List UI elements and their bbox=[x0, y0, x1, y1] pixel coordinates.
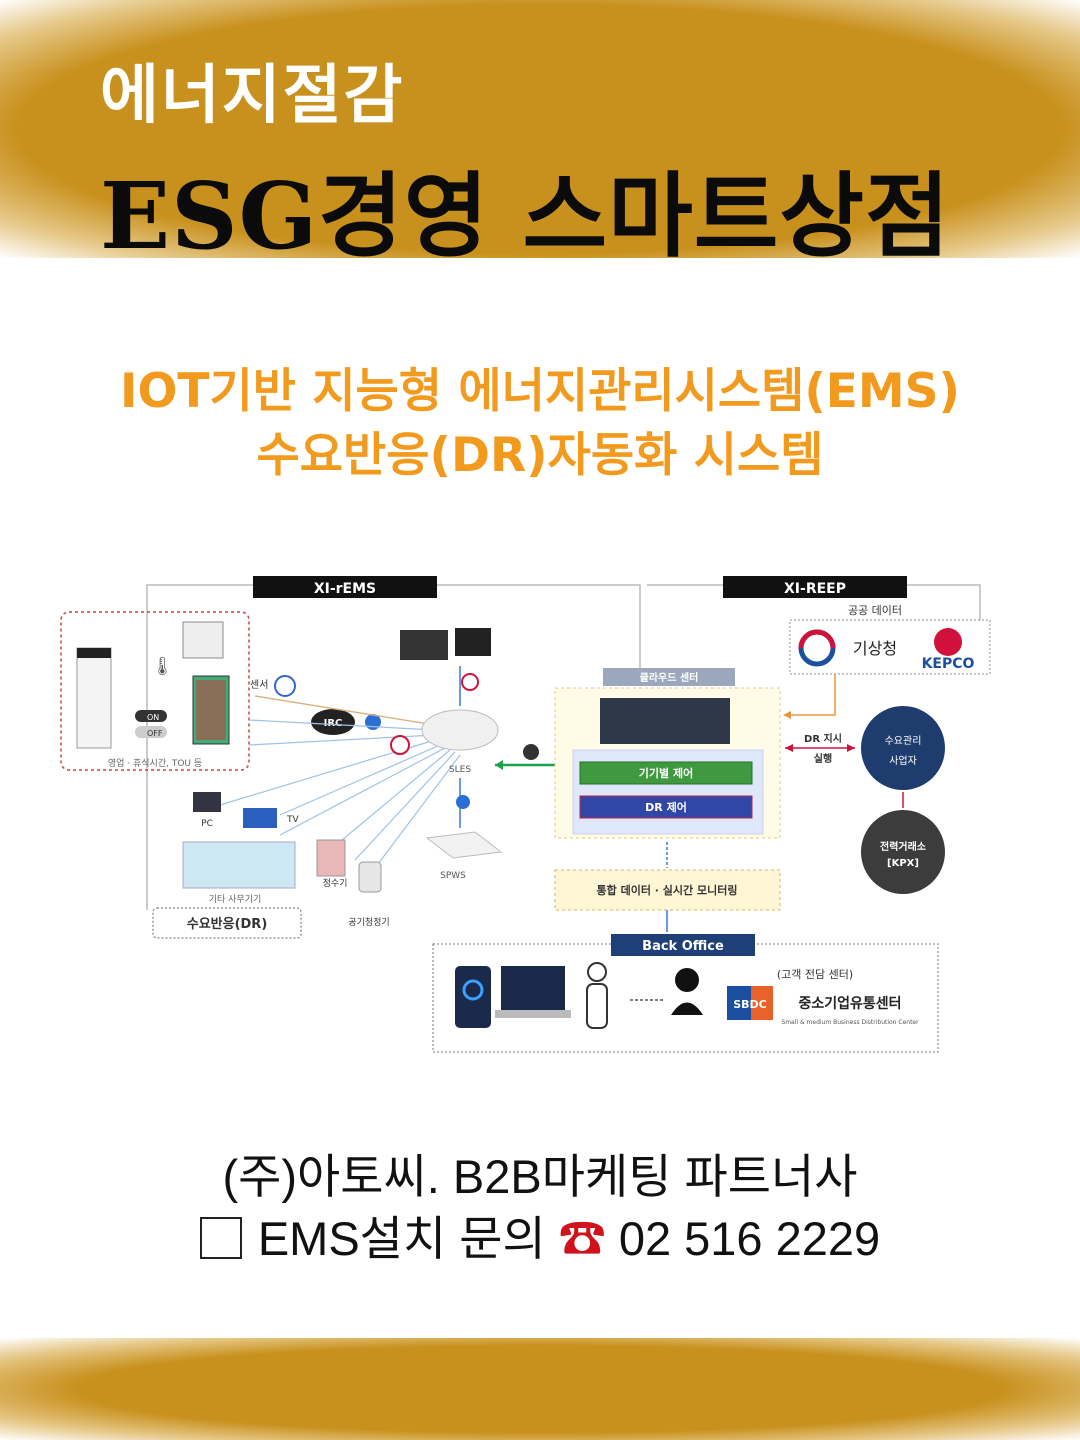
svg-text:SBDC: SBDC bbox=[733, 998, 767, 1011]
monitoring-box bbox=[554, 869, 781, 911]
kepco-logo-icon bbox=[934, 628, 962, 656]
appliance-group bbox=[60, 611, 250, 771]
monitor-icon bbox=[455, 628, 491, 656]
svg-text:TV: TV bbox=[286, 815, 299, 825]
office-equipment-icon bbox=[182, 841, 296, 889]
aircon-icon bbox=[76, 647, 112, 749]
ceiling-aircon-icon bbox=[182, 621, 224, 659]
xi-rems-label-box bbox=[253, 576, 437, 598]
svg-text:센서: 센서 bbox=[250, 679, 268, 691]
mobile-app-icon bbox=[455, 966, 491, 1028]
air-purifier-icon bbox=[358, 861, 382, 893]
svg-text:Back Office: Back Office bbox=[642, 939, 724, 954]
bottom-banner bbox=[0, 1338, 1080, 1440]
checkbox-icon bbox=[199, 1217, 242, 1259]
svg-text:Small & medium Business Distri: Small & medium Business Distribution Cen… bbox=[781, 1019, 919, 1026]
svg-text:영업 · 휴식시간, TOU 등: 영업 · 휴식시간, TOU 등 bbox=[108, 758, 202, 769]
dr-control-button bbox=[579, 795, 753, 819]
svg-text:기타 사무기기: 기타 사무기기 bbox=[209, 894, 262, 905]
svg-text:DR 지시: DR 지시 bbox=[804, 732, 842, 745]
ems-architecture-diagram: XI-rEMS XI-REEP 🌡 ON OFF 영업 · 휴식시간, TOU … bbox=[55, 570, 1005, 1060]
device-control-button bbox=[579, 761, 753, 785]
svg-text:OFF: OFF bbox=[147, 729, 163, 738]
svg-text:SPWS: SPWS bbox=[440, 871, 466, 881]
dr-demand-box bbox=[152, 907, 302, 939]
xi-reep-label-box bbox=[723, 576, 907, 598]
thermometer-icon: 🌡 bbox=[151, 656, 174, 677]
no-signal-icon bbox=[390, 735, 410, 755]
svg-text:수요반응(DR): 수요반응(DR) bbox=[187, 916, 268, 932]
user-icon bbox=[587, 962, 607, 982]
server-rack-icon bbox=[600, 698, 730, 744]
spws-device-icon bbox=[425, 831, 503, 859]
svg-text:사업자: 사업자 bbox=[889, 754, 917, 767]
sles-hub-icon bbox=[421, 709, 499, 751]
svg-text:PC: PC bbox=[201, 819, 213, 829]
svg-text:(고객 전담 센터): (고객 전담 센터) bbox=[777, 968, 853, 981]
pc-icon bbox=[193, 792, 221, 812]
tv-icon bbox=[243, 808, 277, 828]
cloud-center-label-box bbox=[603, 668, 735, 686]
svg-text:정수기: 정수기 bbox=[323, 878, 348, 889]
call-center-agent-icon bbox=[675, 968, 699, 992]
water-purifier-icon bbox=[316, 839, 346, 877]
svg-text:수요관리: 수요관리 bbox=[885, 735, 922, 747]
sensor-icon bbox=[274, 675, 296, 697]
irc-icon bbox=[311, 709, 355, 735]
header-title: ESG경영 스마트상점 bbox=[100, 162, 951, 270]
svg-text:기상청: 기상청 bbox=[853, 639, 897, 658]
svg-text:클라우드 센터: 클라우드 센터 bbox=[640, 671, 699, 684]
svg-text:KEPCO: KEPCO bbox=[922, 656, 975, 672]
svg-text:실행: 실행 bbox=[814, 752, 832, 765]
svg-text:ON: ON bbox=[147, 713, 159, 722]
svg-text:중소기업유통센터: 중소기업유통센터 bbox=[798, 996, 901, 1012]
svg-text:기기별 제어: 기기별 제어 bbox=[639, 766, 693, 780]
svg-text:[KPX]: [KPX] bbox=[887, 858, 919, 869]
phone-number[interactable]: 02 516 2229 bbox=[618, 1212, 881, 1265]
svg-text:공기청정기: 공기청정기 bbox=[348, 917, 389, 928]
back-office-label-box bbox=[611, 934, 755, 956]
svg-text:SLES: SLES bbox=[449, 765, 471, 775]
svg-text:공공 데이터: 공공 데이터 bbox=[848, 604, 902, 617]
subtitle-line2: 수요반응(DR)자동화 시스템 bbox=[256, 428, 824, 483]
top-banner bbox=[0, 0, 1080, 258]
svg-text:통합 데이터 · 실시간 모니터링: 통합 데이터 · 실시간 모니터링 bbox=[597, 883, 738, 897]
laptop-dashboard-icon bbox=[501, 966, 565, 1010]
printer-icon bbox=[400, 630, 448, 660]
svg-text:IRC: IRC bbox=[324, 718, 343, 729]
header-line1: 에너지절감 bbox=[100, 59, 405, 133]
partner-line: (주)아토씨. B2B마케팅 파트너사 bbox=[222, 1150, 858, 1203]
svg-text:DR 제어: DR 제어 bbox=[645, 800, 687, 814]
telephone-icon: ☎ bbox=[558, 1212, 606, 1265]
xi-reep-label: XI-REEP bbox=[784, 581, 846, 597]
svg-text:전력거래소: 전력거래소 bbox=[880, 840, 926, 853]
contact-label: EMS설치 문의 bbox=[257, 1212, 546, 1265]
demand-manager-node bbox=[861, 706, 945, 790]
xi-rems-label: XI-rEMS bbox=[314, 581, 376, 597]
contact-line: EMS설치 문의 ☎ 02 516 2229 bbox=[0, 1200, 1080, 1269]
kpx-node bbox=[861, 810, 945, 894]
subtitle-line1: IOT기반 지능형 에너지관리시스템(EMS) bbox=[119, 364, 961, 419]
wifi-icon bbox=[523, 744, 539, 760]
